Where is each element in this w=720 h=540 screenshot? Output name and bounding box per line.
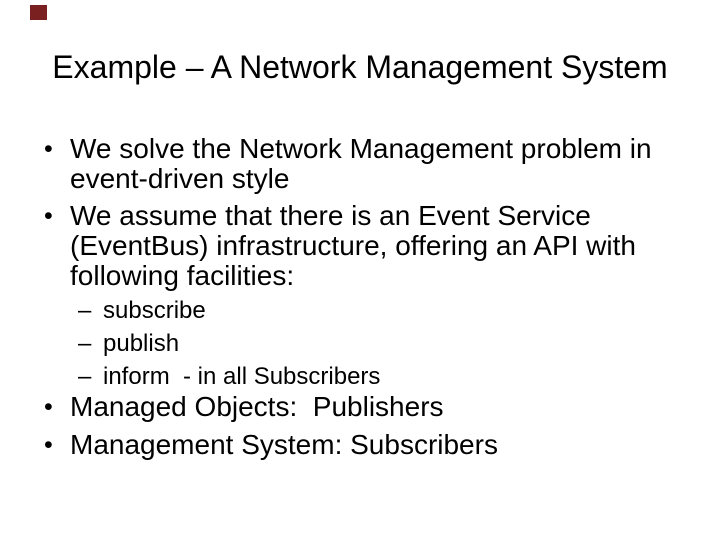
bullet-text: publish [103,327,720,360]
bullet-line: Managed Objects: Publishers [70,391,444,422]
bullet-text: Managed Objects: Publishers [70,392,720,422]
slide-title: Example – A Network Management System [52,49,668,85]
decorative-red-square-icon [30,5,47,20]
bullet-item: • Managed Objects: Publishers [44,392,720,422]
bullet-line: event-driven style [70,163,290,194]
dash-bullet-icon: – [78,330,92,357]
bullet-dot-icon: • [44,431,53,459]
bullet-line: Management System: Subscribers [70,429,498,460]
bullet-text: Management System: Subscribers [70,430,720,460]
dash-bullet-icon: – [78,363,92,390]
bullet-dot-icon: • [44,393,53,421]
bullet-text: subscribe [103,294,720,327]
dash-bullet-icon: – [78,297,92,324]
bullet-item: • Management System: Subscribers [44,430,720,460]
bullet-line: We solve the Network Management problem … [70,133,652,164]
bullet-item: • We assume that there is an Event Servi… [44,201,720,291]
bullet-text: We assume that there is an Event Service… [70,201,720,291]
bullet-text: We solve the Network Management problem … [70,134,720,194]
bullet-dot-icon: • [44,202,53,230]
sub-bullet-item: – subscribe [78,294,720,327]
bullet-text: inform - in all Subscribers [103,360,720,393]
bullet-line: (EventBus) infrastructure, offering an A… [70,230,636,261]
bullet-line: inform - in all Subscribers [103,363,381,390]
bullet-line: subscribe [103,297,206,324]
sub-bullet-item: – publish [78,327,720,360]
bullet-line: following facilities: [70,260,295,291]
bullet-dot-icon: • [44,135,53,163]
sub-bullet-item: – inform - in all Subscribers [78,360,720,393]
bullet-line: publish [103,330,180,357]
bullet-item: • We solve the Network Management proble… [44,134,720,194]
bullet-line: We assume that there is an Event Service [70,200,591,231]
